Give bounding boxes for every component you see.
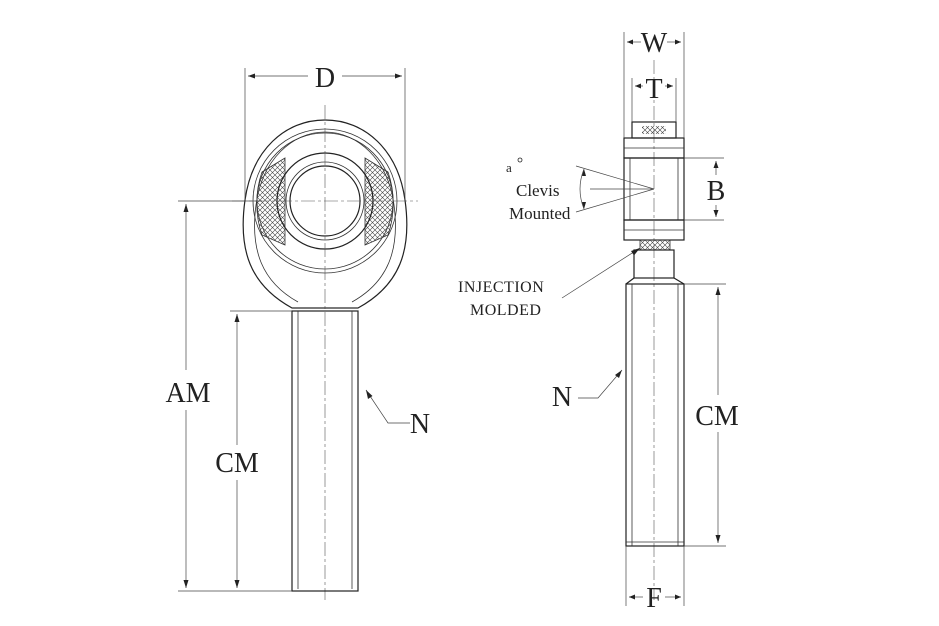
n-side-arrow [615,370,622,378]
f-arrow-left [629,594,635,600]
d-label: D [315,63,335,94]
f-arrow-right [675,594,681,600]
shank [291,310,359,592]
mounted-label: Mounted [509,204,571,223]
cm-side-label: CM [695,401,739,432]
b-label: B [707,176,726,207]
w-label: W [641,28,668,59]
t-label: T [645,74,662,105]
side-view: W T B a Clevis Mounted INJECTION MOLDED [458,28,739,614]
cm-side-arrow-bottom [715,535,721,543]
d-arrow-left [248,73,255,79]
cm-front-arrow-top [234,314,240,322]
f-label: F [646,583,662,614]
n-front-leader [365,389,410,424]
angle-ray-top [575,165,655,190]
ball-bottom-hatch [639,239,671,251]
am-label: AM [165,378,210,409]
molded-label: MOLDED [470,302,541,319]
n-front-label: N [410,409,430,440]
degree-symbol [517,157,523,163]
b-arrow-bottom [713,210,719,217]
side-neck-flare-right [673,277,685,285]
cm-front-label: CM [215,448,259,479]
injection-molded-leader [561,247,641,299]
injection-label: INJECTION [458,279,544,296]
b-arrow-top [713,161,719,168]
clevis-label: Clevis [516,181,559,200]
rod-end-head-outline [242,119,408,309]
angle-label: a [506,160,512,175]
cm-side-arrow-top [715,287,721,295]
front-view: D AM CM N [165,63,430,600]
angle-arrow-top [582,169,586,176]
side-neck [633,249,675,279]
am-arrow-bottom [183,580,189,588]
n-front-arrow [366,390,373,399]
t-arrow-right [667,83,673,89]
w-arrow-right [675,39,681,45]
cm-front-arrow-bottom [234,580,240,588]
angle-arc [579,168,585,210]
injection-molded-arrow [631,248,640,256]
side-shank [625,283,685,547]
liner-left [256,157,286,246]
angle-ray-bottom [575,188,655,213]
angle-arrow-bottom [582,202,586,209]
n-side-leader [578,369,623,399]
w-arrow-left [627,39,633,45]
side-neck-flare-left [625,277,635,285]
ball-top-hatch [642,126,666,134]
t-arrow-left [635,83,641,89]
liner-right [364,157,394,246]
am-arrow-top [183,204,189,212]
n-side-label: N [552,382,572,413]
d-arrow-right [395,73,402,79]
